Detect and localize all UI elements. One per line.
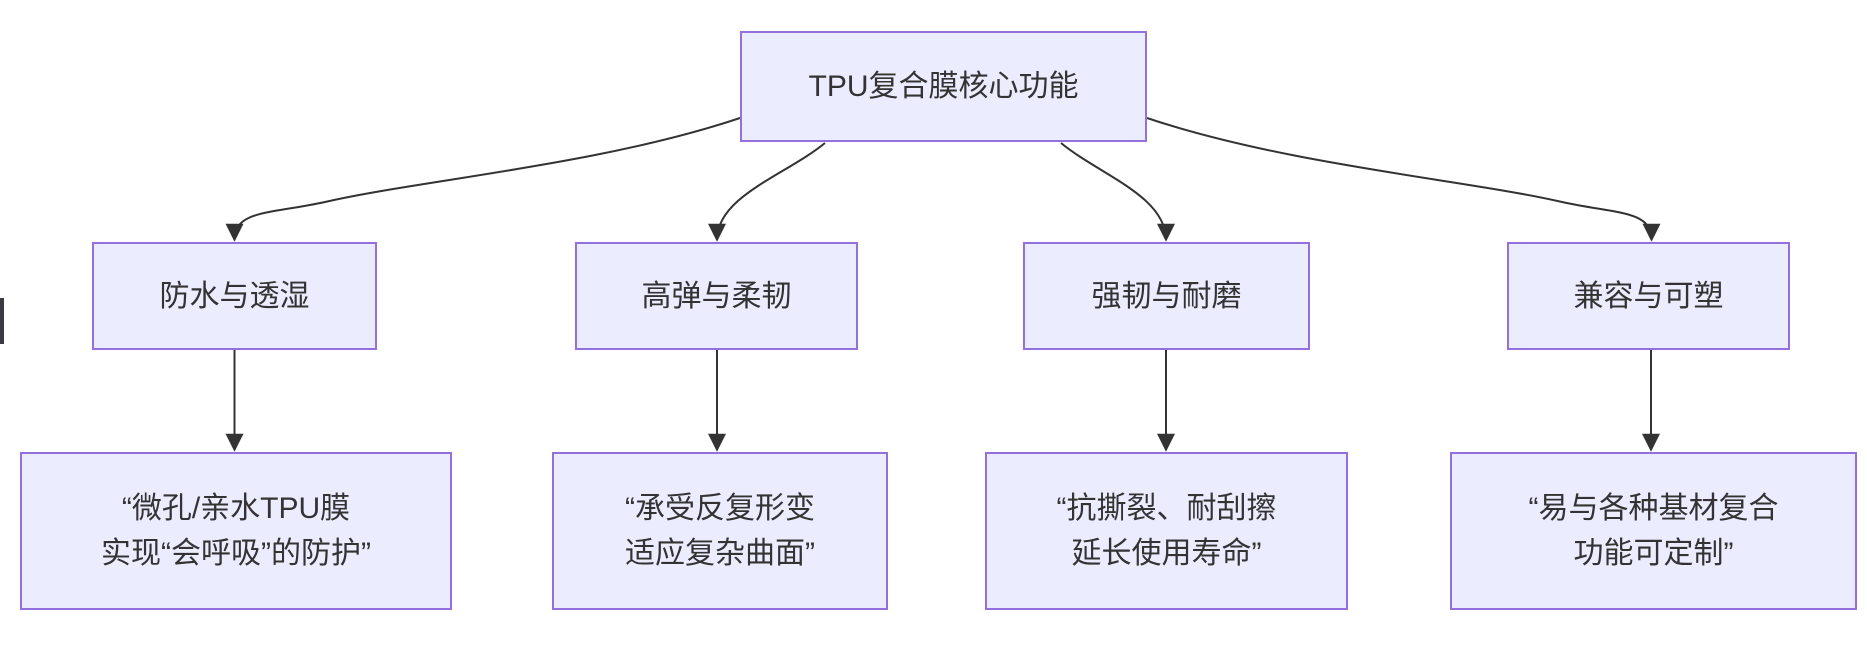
node-waterproof: 防水与透湿 — [92, 242, 377, 350]
node-waterproof-detail: “微孔/亲水TPU膜 实现“会呼吸”的防护” — [20, 452, 452, 610]
detail-line: “承受反复形变 — [625, 492, 815, 525]
node-compatible-label: 兼容与可塑 — [1573, 279, 1724, 313]
node-elastic-label: 高弹与柔韧 — [641, 279, 792, 313]
detail-line: 功能可定制” — [1573, 537, 1734, 570]
node-waterproof-label: 防水与透湿 — [159, 279, 310, 313]
edge-root-to-waterproof — [225, 117, 741, 242]
edge-root-to-elastic — [708, 142, 826, 242]
edge-root-to-compatible — [1146, 117, 1661, 242]
node-elastic-detail: “承受反复形变 适应复杂曲面” — [552, 452, 888, 610]
node-root: TPU复合膜核心功能 — [740, 31, 1147, 142]
detail-line: 实现“会呼吸”的防护” — [101, 537, 371, 570]
node-tough-label: 强韧与耐磨 — [1091, 279, 1242, 313]
detail-line: 延长使用寿命” — [1071, 537, 1262, 570]
node-compatible: 兼容与可塑 — [1507, 242, 1790, 350]
node-tough: 强韧与耐磨 — [1023, 242, 1310, 350]
left-edge-artifact — [0, 298, 4, 344]
detail-line: “微孔/亲水TPU膜 — [121, 492, 351, 525]
detail-line: 适应复杂曲面” — [625, 537, 815, 570]
node-elastic: 高弹与柔韧 — [575, 242, 858, 350]
node-root-label: TPU复合膜核心功能 — [808, 70, 1079, 103]
detail-line: “易与各种基材复合 — [1528, 492, 1779, 525]
detail-line: “抗撕裂、耐刮擦 — [1056, 492, 1277, 525]
edge-root-to-tough — [1060, 142, 1175, 242]
node-tough-detail: “抗撕裂、耐刮擦 延长使用寿命” — [985, 452, 1348, 610]
node-compatible-detail: “易与各种基材复合 功能可定制” — [1450, 452, 1857, 610]
